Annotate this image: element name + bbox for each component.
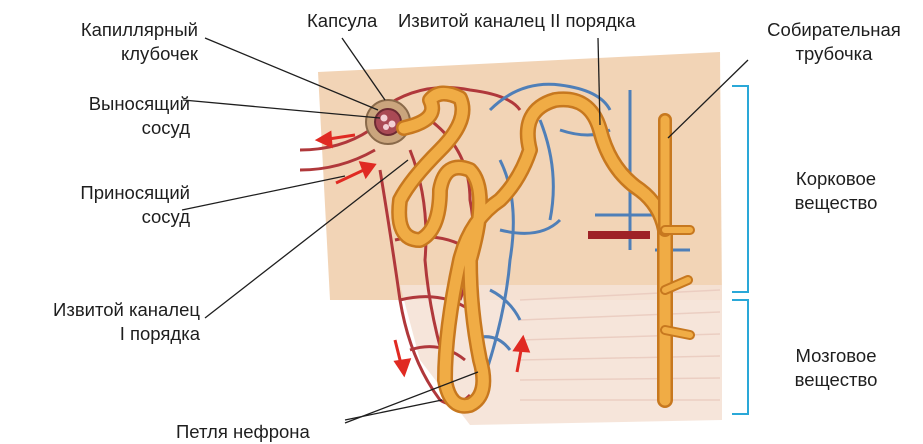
label-line: Капиллярный bbox=[20, 18, 198, 42]
label-medulla: Мозговое вещество bbox=[756, 344, 916, 392]
label-capsule: Капсула bbox=[307, 9, 377, 33]
label-line: трубочка bbox=[746, 42, 922, 66]
label-line: Извитой каналец bbox=[4, 298, 200, 322]
label-line: Корковое bbox=[756, 167, 916, 191]
label-line: Выносящий bbox=[20, 92, 190, 116]
label-line: вещество bbox=[756, 191, 916, 215]
label-line: Собирательная bbox=[746, 18, 922, 42]
label-line: Мозговое bbox=[756, 344, 916, 368]
label-line: Приносящий bbox=[20, 181, 190, 205]
zone-brackets bbox=[732, 86, 748, 414]
medulla-bracket bbox=[732, 300, 748, 414]
label-nephron-loop: Петля нефрона bbox=[176, 420, 310, 444]
label-line: клубочек bbox=[20, 42, 198, 66]
label-convoluted-tubule-1: Извитой каналец I порядка bbox=[4, 298, 200, 346]
label-collecting-duct: Собирательная трубочка bbox=[746, 18, 922, 66]
label-capillary-glomerulus: Капиллярный клубочек bbox=[20, 18, 198, 66]
label-line: сосуд bbox=[20, 116, 190, 140]
cortex-bracket bbox=[732, 86, 748, 292]
label-line: вещество bbox=[756, 368, 916, 392]
label-cortex: Корковое вещество bbox=[756, 167, 916, 215]
label-efferent-vessel: Выносящий сосуд bbox=[20, 92, 190, 140]
label-line: сосуд bbox=[20, 205, 190, 229]
label-convoluted-tubule-2: Извитой каналец II порядка bbox=[398, 9, 636, 33]
label-line: I порядка bbox=[4, 322, 200, 346]
label-afferent-vessel: Приносящий сосуд bbox=[20, 181, 190, 229]
